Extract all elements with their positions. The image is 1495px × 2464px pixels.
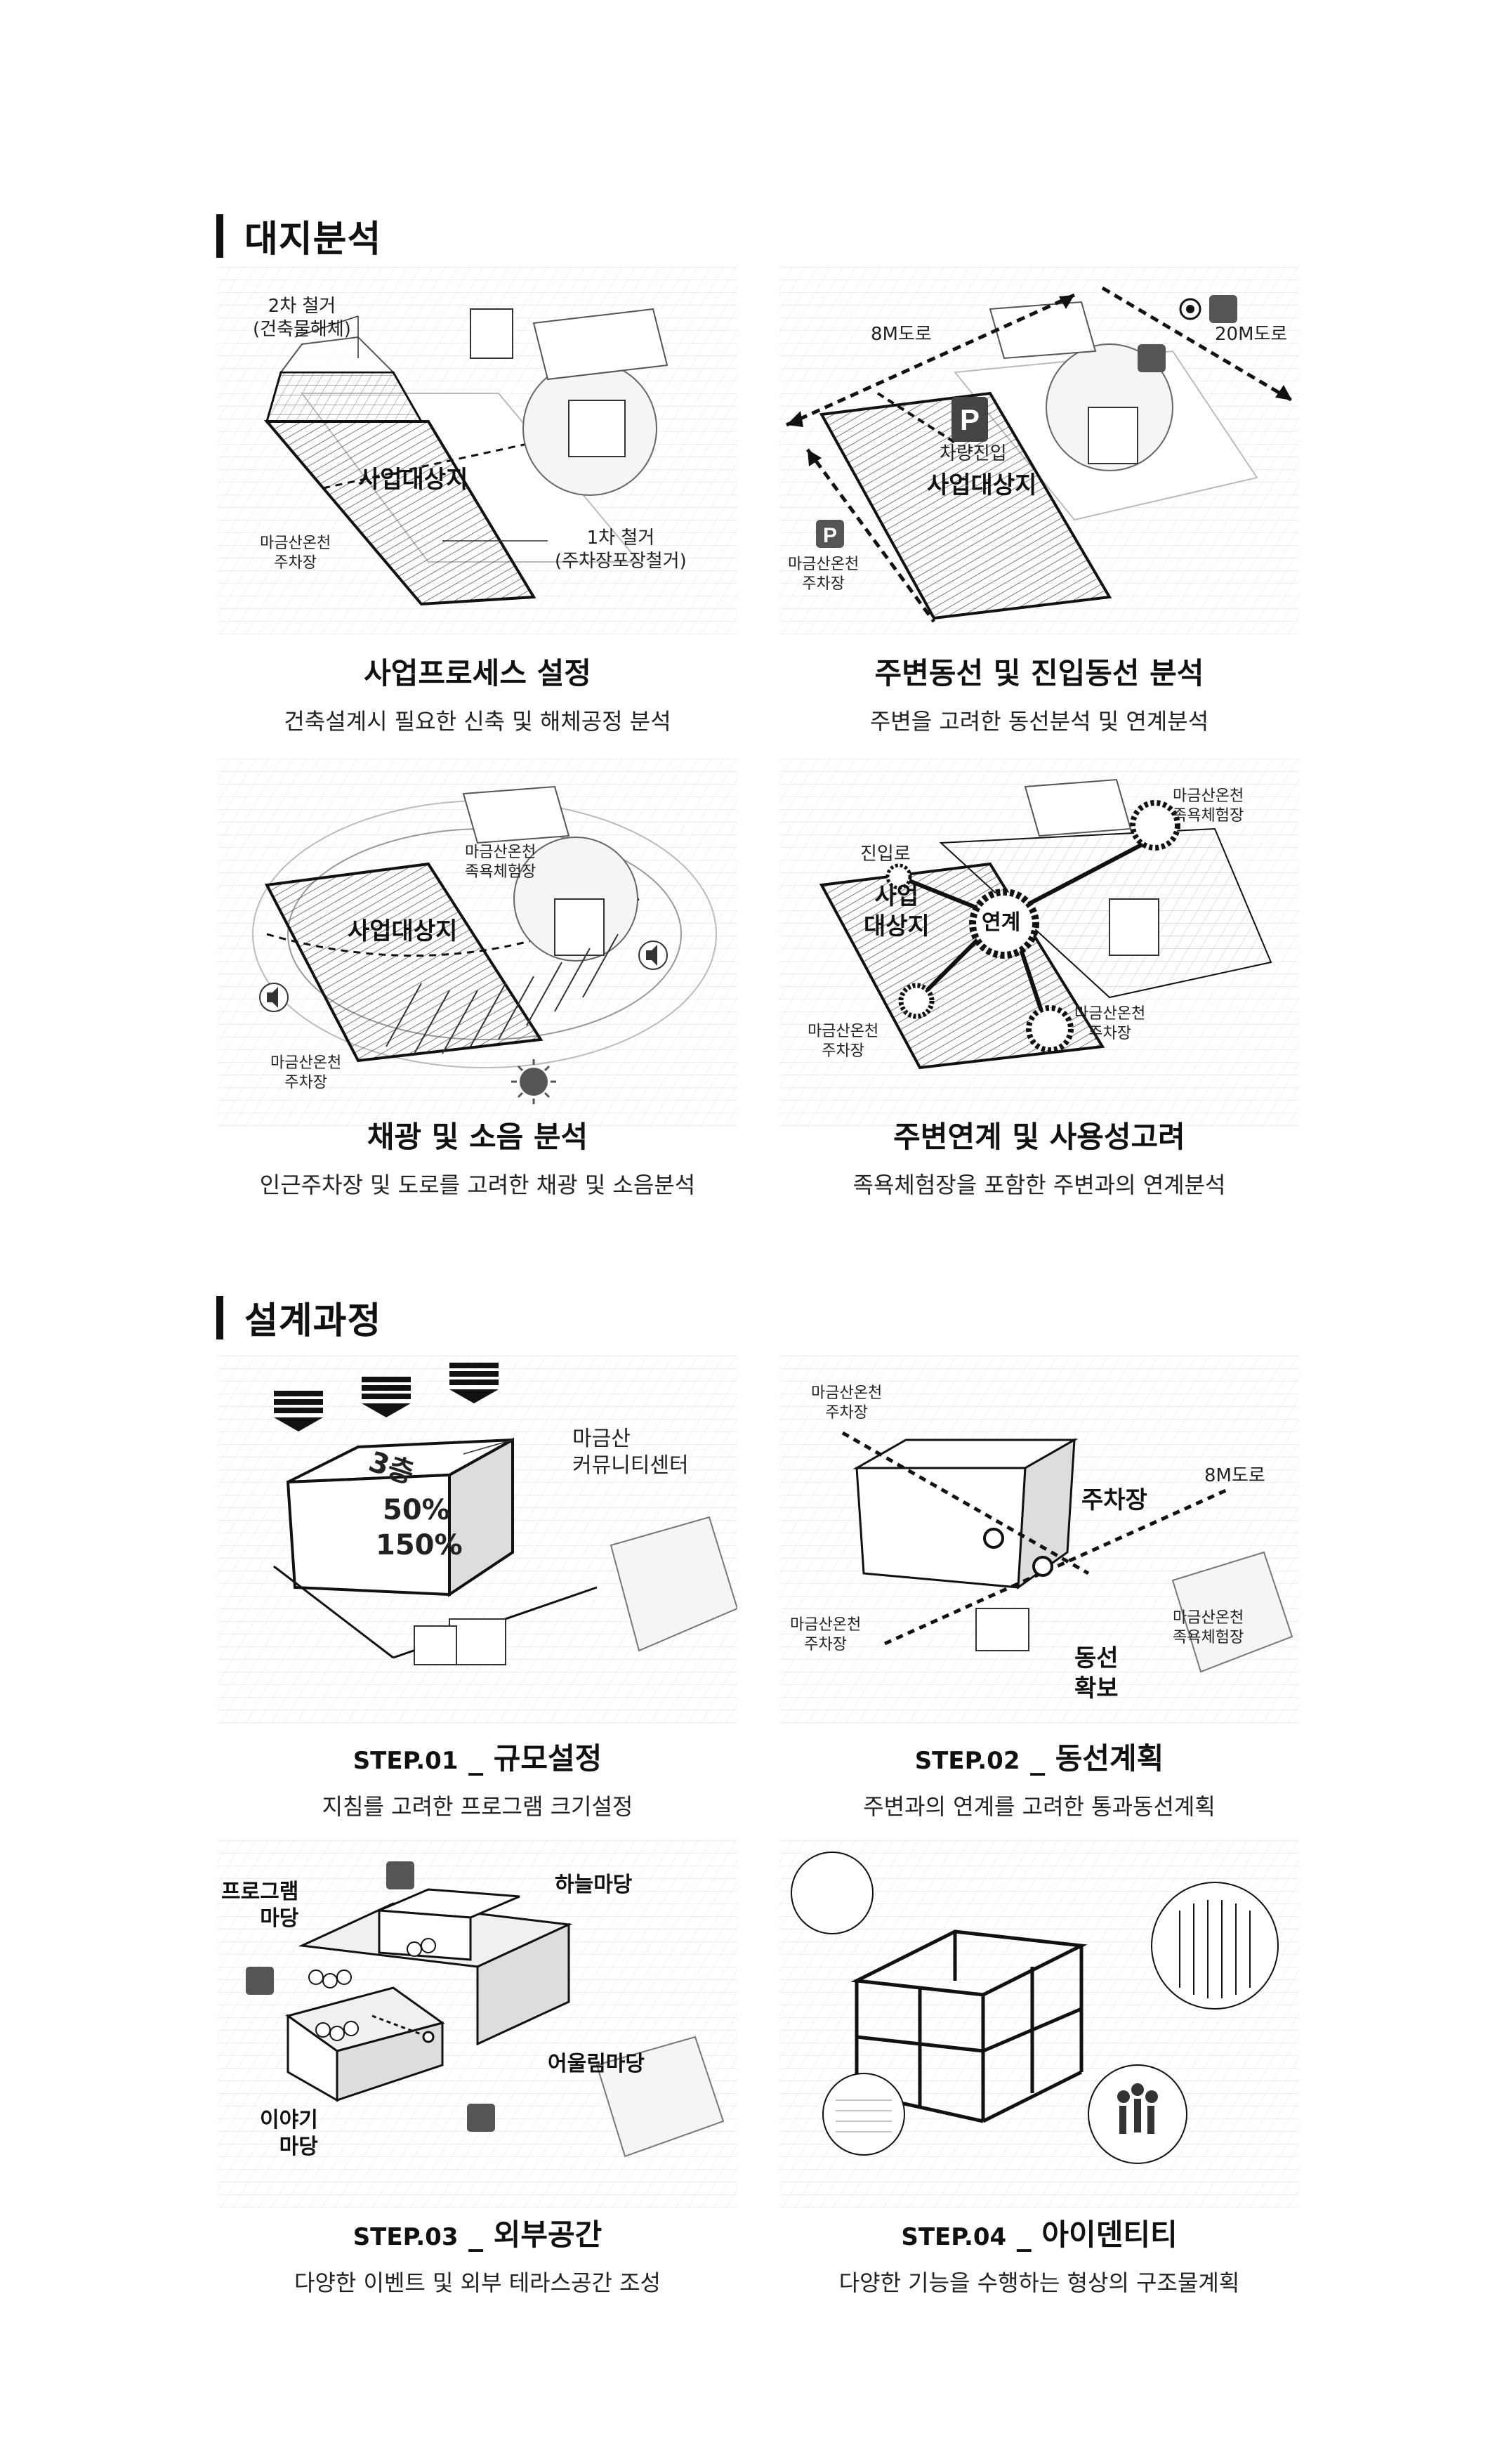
label-parking-right: 마금산온천 주차장 [1074,1004,1145,1043]
label-entry: 차량진입 [940,443,1007,466]
section-title: 대지분석 [244,209,381,262]
diagram-light-noise: 마금산온천 족욕체험장 사업대상지 마금산온천 주차장 [218,759,737,1127]
section-bar [216,1296,223,1339]
caption-desc: 인근주차장 및 도로를 고려한 채광 및 소음분석 [162,1167,793,1200]
diagram-step-01: 3층 50% 150% 마금산 커뮤니티센터 [218,1356,737,1724]
label-site: 사업대상지 [358,465,468,495]
caption-title: 채광 및 소음 분석 [162,1113,793,1156]
diagram-step-03: 프로그램 마당 하늘마당 어울림마당 이야기 마당 [218,1840,737,2209]
section-title: 설계과정 [244,1291,381,1344]
label-ratio1: 50% [383,1493,450,1528]
caption-desc: 지침를 고려한 프로그램 크기설정 [162,1789,793,1821]
label-spa: 마금산온천 족욕체험장 [1173,787,1244,825]
step-title: STEP.04 _ 아이덴티티 [723,2211,1355,2254]
caption-desc: 족욕체험장을 포함한 주변과의 연계분석 [723,1167,1355,1200]
diagram-step-02: 마금산온천 주차장 주차장 8M도로 마금산온천 주차장 동선 확보 마금산온천… [779,1356,1299,1724]
caption-desc: 건축설계시 필요한 신축 및 해체공정 분석 [162,704,793,736]
label-parking: 마금산온천 주차장 [260,534,331,572]
label-site: 사업 대상지 [864,882,930,941]
label-story-yard: 이야기 마당 [260,2107,318,2160]
step-title: STEP.03 _ 외부공간 [162,2211,793,2254]
section-header-process: 설계과정 [216,1291,381,1344]
label-lot: 주차장 [1081,1486,1147,1516]
label-entrance: 진입로 [860,843,911,866]
label-site: 사업대상지 [348,917,457,947]
label-center: 마금산 커뮤니티센터 [572,1426,689,1479]
label-link: 연계 [982,910,1020,936]
caption-desc: 다양한 기능을 수행하는 형상의 구조물계획 [723,2265,1355,2298]
label-demolish2: 2차 철거(건축물해체) [253,295,351,341]
diagram-business-process: 2차 철거(건축물해체) 사업대상지 마금산온천 주차장 1차 철거(주차장포장… [218,267,737,636]
label-harmony-yard: 어울림마당 [548,2051,645,2078]
label-ratio2: 150% [376,1528,463,1563]
label-parking-left: 마금산온천 주차장 [808,1022,878,1061]
label-parking: 마금산온천 주차장 [788,555,859,594]
label-sky-yard: 하늘마당 [555,1872,632,1899]
step-title: STEP.01 _ 규모설정 [162,1735,793,1778]
label-circulation: 동선 확보 [1074,1644,1119,1703]
caption-title: 사업프로세스 설정 [162,650,793,693]
label-program-yard: 프로그램 마당 [221,1879,298,1932]
section-header-site: 대지분석 [216,209,381,262]
caption-desc: 주변과의 연계를 고려한 통과동선계획 [723,1789,1355,1821]
diagram-circulation: P P 8M도로 20M도로 차량진입 사업대상지 마금산온천 주차장 [779,267,1299,636]
label-site: 사업대상지 [927,471,1036,501]
label-demolish1: 1차 철거(주차장포장철거) [555,527,687,572]
step-title: STEP.02 _ 동선계획 [723,1735,1355,1778]
label-parking: 마금산온천 주차장 [270,1054,341,1092]
label-parking-top: 마금산온천 주차장 [811,1384,882,1422]
caption-title: 주변연계 및 사용성고려 [723,1113,1355,1156]
caption-desc: 다양한 이벤트 및 외부 테라스공간 조성 [162,2265,793,2298]
label-spa: 마금산온천 족욕체험장 [1173,1608,1244,1647]
caption-title: 주변동선 및 진입동선 분석 [723,650,1355,693]
label-road20: 20M도로 [1215,323,1287,346]
label-spa: 마금산온천 족욕체험장 [465,843,536,882]
label-parking-left: 마금산온천 주차장 [790,1616,861,1654]
diagram-step-04 [779,1840,1299,2209]
diagram-linkage: 진입로 마금산온천 족욕체험장 사업 대상지 연계 마금산온천 주차장 마금산온… [779,759,1299,1127]
label-road8: 8M도로 [1204,1464,1265,1488]
caption-desc: 주변을 고려한 동선분석 및 연계분석 [723,704,1355,736]
svg-text:P: P [823,524,837,547]
label-road8: 8M도로 [871,323,932,346]
svg-text:P: P [960,403,980,436]
section-bar [216,214,223,258]
